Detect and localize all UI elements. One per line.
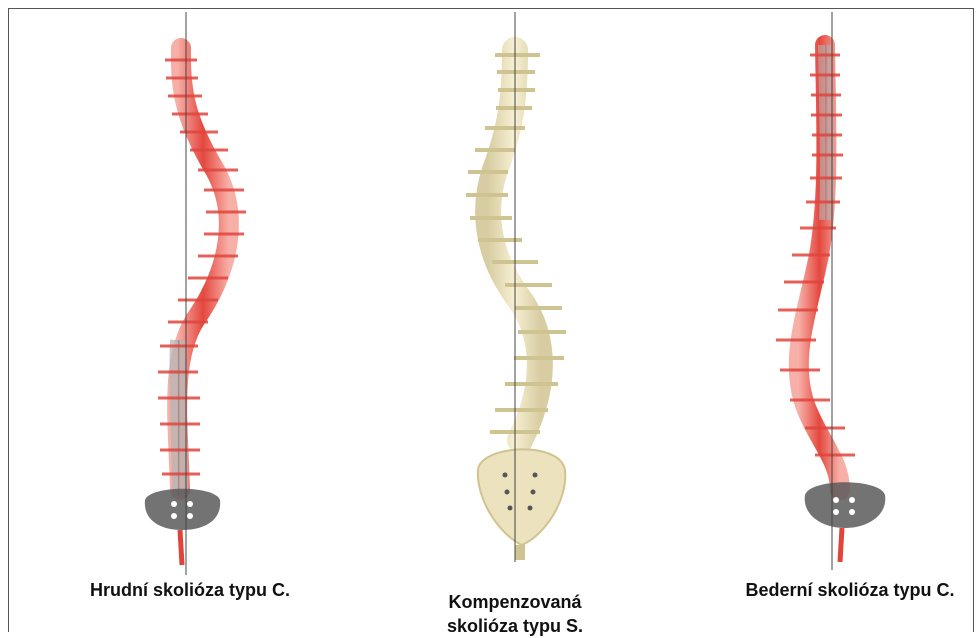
right-spine-processes bbox=[776, 55, 855, 455]
right-coccyx bbox=[840, 528, 842, 562]
left-pelvis bbox=[145, 489, 220, 530]
right-spine bbox=[776, 45, 885, 562]
middle-sacrum bbox=[478, 449, 565, 545]
caption-compensated-line2: skolióza typu S. bbox=[395, 614, 635, 638]
left-spine bbox=[145, 48, 246, 565]
caption-lumbar-c: Bederní skolióza typu C. bbox=[725, 578, 975, 602]
left-spine-lower bbox=[177, 340, 180, 495]
caption-compensated-line1: Kompenzovaná bbox=[395, 590, 635, 614]
caption-compensated-s: Kompenzovaná skolióza typu S. bbox=[395, 590, 635, 638]
right-spine-upper bbox=[825, 45, 827, 220]
left-coccyx bbox=[180, 530, 182, 565]
caption-thoracic-c: Hrudní skolióza typu C. bbox=[60, 578, 320, 602]
right-pelvis bbox=[805, 482, 886, 528]
middle-spine bbox=[466, 50, 566, 560]
